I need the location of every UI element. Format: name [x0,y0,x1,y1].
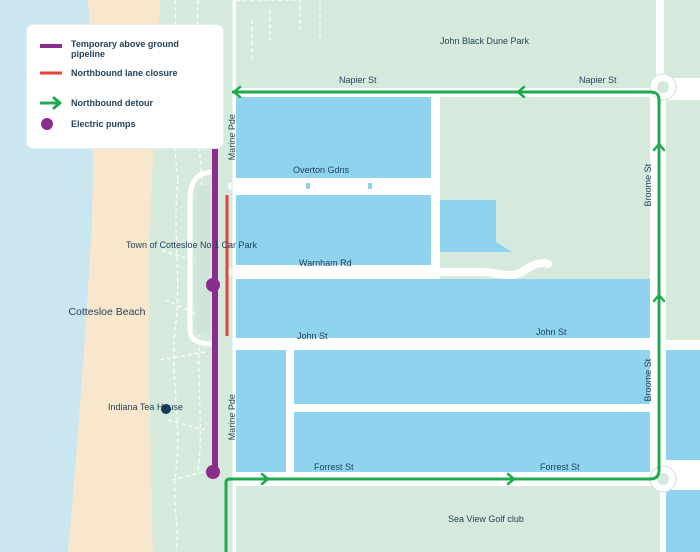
detour-route [224,90,661,552]
label-car-park: Town of Cottesloe No.1 Car Park [126,240,258,250]
block [294,350,650,404]
street-overton-gdns: Overton Gdns [293,165,350,175]
sea-view-golf-club [236,486,640,552]
street-john-west: John St [297,331,328,341]
red-line-icon [39,66,63,80]
legend-item-pumps: Electric pumps [39,117,181,131]
block [236,350,286,472]
label-john-black-dune-park: John Black Dune Park [440,36,530,46]
purple-line-icon [39,42,63,56]
arrow-west-icon [516,85,526,99]
legend-item-detour: Northbound detour [39,96,181,110]
block [294,412,650,472]
street-marine-pde-north: Marine Pde [226,114,237,161]
street-marine-pde-south: Marine Pde [226,394,237,441]
street-john-east: John St [536,327,567,337]
street-warnham-rd: Warnham Rd [299,258,352,268]
street-broome-south: Broome St [642,358,653,402]
street-napier-east: Napier St [579,75,617,85]
street-forrest-east: Forrest St [540,462,580,472]
block [236,97,431,178]
electric-pump [206,278,220,292]
street-broome-north: Broome St [642,163,653,207]
arrow-east-icon [260,472,270,486]
car-park-area [196,185,210,335]
legend: Temporary above ground pipeline Northbou… [27,25,223,148]
legend-item-closure: Northbound lane closure [39,66,181,80]
label-indiana-tea-house: Indiana Tea House [108,402,183,412]
label-cottesloe-beach: Cottesloe Beach [68,306,146,318]
electric-pump [206,465,220,479]
arrow-east-icon [506,472,516,486]
green-arrow-icon [39,96,63,110]
arrow-north-icon [652,142,666,152]
indiana-marker [161,404,171,414]
street-forrest-west: Forrest St [314,462,354,472]
john-black-dune-park [236,0,656,88]
legend-item-pipeline: Temporary above ground pipeline [39,39,181,60]
car-park-loop [187,169,215,347]
purple-dot-icon [39,117,63,131]
arrow-west-icon [232,85,242,99]
label-sea-view-golf-club: Sea View Golf club [448,514,524,524]
street-napier-west: Napier St [339,75,377,85]
arrow-north-icon [652,293,666,303]
block [236,279,650,338]
block [236,195,431,265]
roads [228,88,552,483]
